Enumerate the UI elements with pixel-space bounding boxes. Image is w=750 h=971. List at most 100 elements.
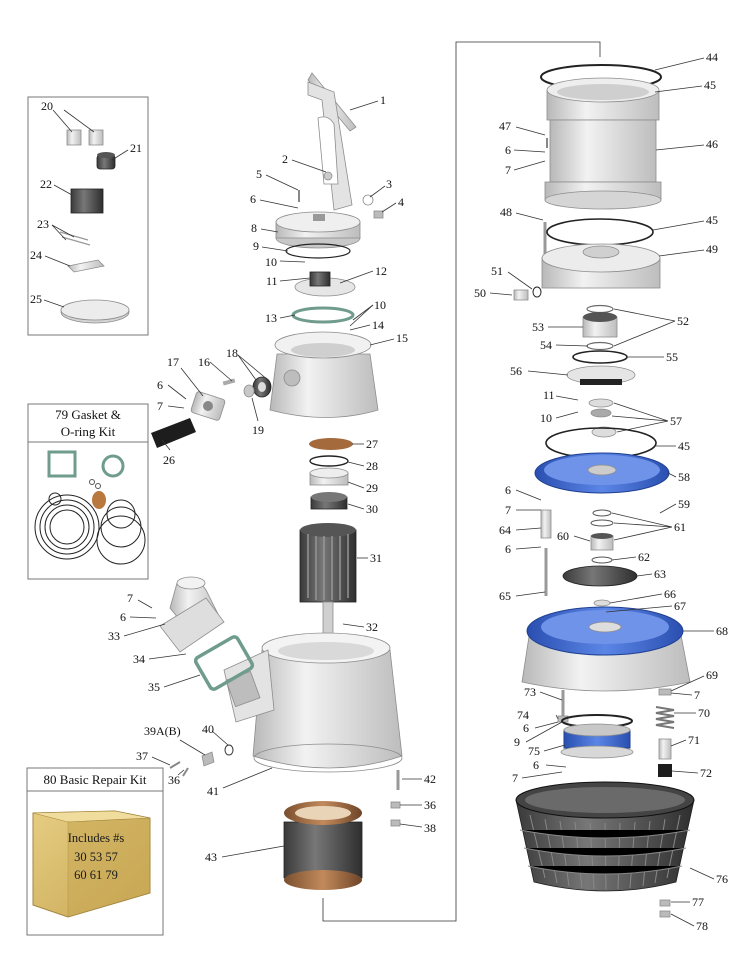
part-17-flange bbox=[190, 391, 226, 421]
label-56: 56 bbox=[510, 364, 522, 378]
label-21: 21 bbox=[130, 141, 142, 155]
label-48: 48 bbox=[500, 205, 512, 219]
part-15-housing bbox=[269, 331, 379, 418]
label-6d: 6 bbox=[505, 143, 511, 157]
label-18: 18 bbox=[226, 346, 238, 360]
label-34: 34 bbox=[133, 652, 145, 666]
part-23-pins bbox=[59, 231, 91, 246]
label-75: 75 bbox=[528, 744, 540, 758]
part-8-lid bbox=[275, 211, 361, 249]
label-36a: 36 bbox=[168, 773, 180, 787]
kit-80-title: 80 Basic Repair Kit bbox=[44, 772, 147, 787]
label-9: 9 bbox=[253, 239, 259, 253]
kit-79-title-line1: 79 Gasket & bbox=[55, 407, 121, 422]
right-parts bbox=[513, 64, 695, 918]
label-78: 78 bbox=[696, 919, 708, 933]
label-66: 66 bbox=[664, 587, 676, 601]
label-71: 71 bbox=[688, 733, 700, 747]
label-3: 3 bbox=[386, 177, 392, 191]
label-33: 33 bbox=[108, 629, 120, 643]
label-15: 15 bbox=[396, 331, 408, 345]
label-43: 43 bbox=[205, 850, 217, 864]
label-72: 72 bbox=[700, 766, 712, 780]
part-40-39-small-parts bbox=[169, 744, 234, 777]
label-40: 40 bbox=[202, 722, 214, 736]
label-7e: 7 bbox=[694, 688, 700, 702]
part-55-oring bbox=[572, 350, 628, 364]
label-54: 54 bbox=[540, 338, 552, 352]
label-39AB: 39A(B) bbox=[144, 724, 181, 738]
part-76-basket bbox=[515, 781, 695, 892]
label-69: 69 bbox=[706, 668, 718, 682]
label-42: 42 bbox=[424, 772, 436, 786]
label-12: 12 bbox=[375, 264, 387, 278]
part-30-seal bbox=[310, 492, 348, 510]
label-20: 20 bbox=[41, 99, 53, 113]
part-49-volute bbox=[541, 243, 661, 289]
label-26: 26 bbox=[163, 453, 175, 467]
label-6b: 6 bbox=[157, 378, 163, 392]
label-23: 23 bbox=[37, 217, 49, 231]
label-1: 1 bbox=[380, 93, 386, 107]
part-77-78 bbox=[659, 899, 671, 918]
part-28-oring bbox=[309, 455, 349, 467]
label-53: 53 bbox=[532, 320, 544, 334]
label-57: 57 bbox=[670, 414, 682, 428]
part-52-ring bbox=[586, 304, 614, 314]
part-31-rotor bbox=[299, 523, 357, 663]
label-64: 64 bbox=[499, 523, 511, 537]
label-74: 74 bbox=[517, 708, 529, 722]
label-41: 41 bbox=[207, 784, 219, 798]
label-63: 63 bbox=[654, 567, 666, 581]
label-6c: 6 bbox=[120, 610, 126, 624]
label-10: 10 bbox=[265, 255, 277, 269]
part-41-motor-base bbox=[223, 632, 403, 773]
part-22-terminal bbox=[70, 188, 104, 214]
part-21-cap bbox=[96, 152, 116, 170]
label-49: 49 bbox=[706, 242, 718, 256]
part-56-impeller-plate bbox=[566, 365, 636, 385]
part-3-4-screws bbox=[362, 194, 384, 219]
kit-79-title-line2: O-ring Kit bbox=[61, 424, 116, 439]
part-69-70-71-72 bbox=[655, 688, 675, 777]
part-29-bearing bbox=[309, 467, 349, 486]
label-70: 70 bbox=[698, 706, 710, 720]
parts-box-20-25 bbox=[27, 96, 149, 336]
part-43-stator bbox=[283, 801, 363, 890]
connector-bracket bbox=[322, 41, 601, 922]
leader-lines bbox=[43, 57, 715, 927]
part-68-pump-body bbox=[521, 606, 691, 692]
part-33-elbow bbox=[159, 576, 225, 653]
label-44: 44 bbox=[706, 50, 718, 64]
part-2-bolt bbox=[323, 171, 333, 181]
label-77: 77 bbox=[692, 895, 704, 909]
part-25-disc bbox=[60, 299, 130, 324]
label-68: 68 bbox=[716, 624, 728, 638]
label-8: 8 bbox=[251, 221, 257, 235]
label-62: 62 bbox=[638, 550, 650, 564]
label-35: 35 bbox=[148, 680, 160, 694]
label-16: 16 bbox=[198, 355, 210, 369]
label-52: 52 bbox=[677, 314, 689, 328]
part-63-impeller bbox=[562, 565, 638, 587]
part-53-bushing bbox=[582, 312, 618, 338]
label-6f: 6 bbox=[505, 542, 511, 556]
part-42-36-38 bbox=[390, 770, 401, 827]
label-29: 29 bbox=[366, 481, 378, 495]
part-16-pin bbox=[222, 378, 236, 386]
center-parts bbox=[151, 72, 403, 890]
label-6: 6 bbox=[250, 192, 256, 206]
part-57-seal-stack bbox=[588, 398, 617, 438]
label-31: 31 bbox=[370, 551, 382, 565]
label-67: 67 bbox=[674, 599, 686, 613]
label-4: 4 bbox=[398, 195, 404, 209]
label-11: 11 bbox=[266, 274, 278, 288]
kit-80-basic-repair: 80 Basic Repair Kit Includes #s 30 53 57… bbox=[26, 767, 164, 936]
kit-79-gasket-oring: 79 Gasket & O-ring Kit bbox=[27, 403, 149, 580]
part-50-51-plug bbox=[513, 286, 542, 301]
label-47: 47 bbox=[499, 119, 511, 133]
kit-80-includes: Includes #s bbox=[68, 831, 125, 845]
label-14: 14 bbox=[372, 318, 384, 332]
part-27-gasket bbox=[309, 438, 353, 450]
